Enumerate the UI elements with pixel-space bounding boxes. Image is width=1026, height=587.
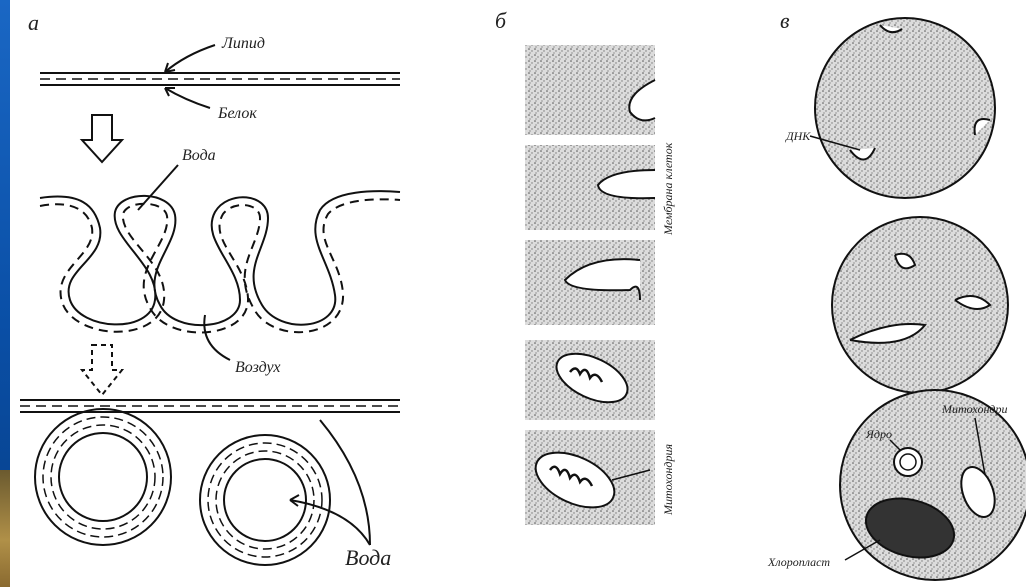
label-mitochondria: Митохондри: [941, 402, 1007, 416]
down-arrow-2: [82, 345, 122, 395]
mitochondrion-stages: [525, 45, 655, 525]
vesicle-left: [35, 409, 171, 545]
down-arrow-1: [82, 115, 122, 162]
label-nucleus: Ядро: [865, 427, 892, 441]
cell-stage-1: [815, 18, 995, 198]
label-lipid: Липид: [221, 35, 265, 52]
label-arrows: [165, 45, 215, 108]
panel-a-letter: а: [28, 10, 39, 35]
cell-stage-3: [840, 390, 1026, 580]
panel-b-letter: б: [495, 8, 507, 33]
label-dna: ДНК: [785, 129, 811, 143]
arrow-air: [204, 315, 230, 360]
label-chloroplast: Хлоропласт: [767, 555, 830, 569]
cell-stage-2: [832, 217, 1008, 393]
flat-membrane-bottom: [20, 400, 400, 412]
vesicle-right: [200, 435, 330, 565]
label-protein: Белок: [217, 105, 257, 122]
label-water-bottom: Вода: [345, 545, 391, 570]
flat-membrane-top: [40, 73, 400, 85]
label-cell-membrane: Мембрана клеток: [661, 142, 675, 236]
label-mitochondrion: Митохондрия: [661, 444, 675, 516]
wavy-membrane: [40, 191, 400, 332]
panel-v-letter: в: [780, 8, 790, 33]
label-air: Воздух: [235, 359, 280, 376]
label-water-top: Вода: [182, 147, 216, 164]
